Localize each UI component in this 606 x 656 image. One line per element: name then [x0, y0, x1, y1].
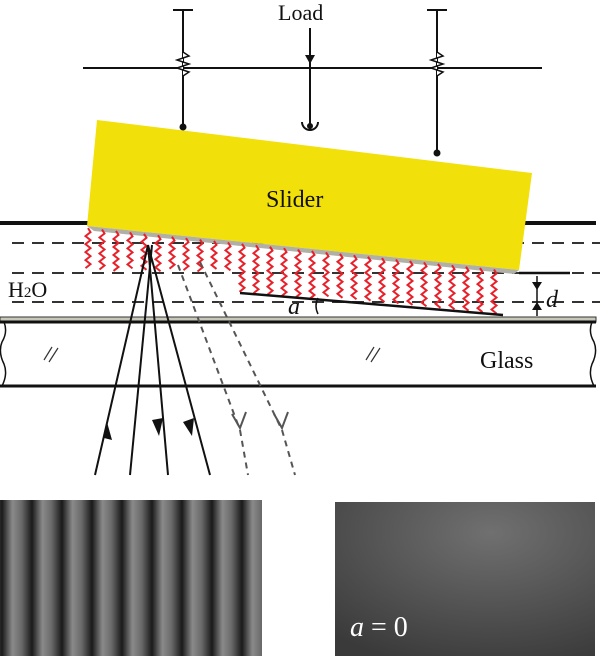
strand — [489, 268, 499, 315]
gap-arrows-icon — [532, 276, 542, 316]
strand — [321, 251, 331, 298]
uniform-image — [335, 502, 595, 656]
load-label: Load — [278, 0, 323, 25]
strand — [335, 253, 345, 299]
spring-icons — [174, 51, 446, 77]
pivot-icon — [301, 121, 319, 131]
strand — [167, 236, 177, 270]
wedge-line — [239, 291, 504, 317]
molecular-strands — [83, 227, 499, 315]
water-label: H2O — [8, 277, 47, 302]
strand — [195, 238, 205, 273]
strand — [349, 254, 359, 301]
glass-label: Glass — [480, 348, 533, 374]
strand — [279, 247, 289, 297]
glass-break-edges — [0, 321, 597, 387]
strand — [293, 248, 303, 299]
ray-arrow-icons — [104, 418, 194, 440]
strand — [391, 258, 401, 305]
strand — [447, 264, 457, 311]
slider-label: Slider — [266, 187, 323, 213]
strand — [209, 240, 219, 270]
strand — [153, 234, 163, 273]
reflected-rays — [177, 261, 296, 476]
angle-zero-label: a = 0 — [350, 612, 408, 643]
strand — [83, 227, 93, 269]
strand — [419, 261, 429, 308]
strand — [461, 266, 471, 312]
interference-fringe-image — [0, 500, 262, 656]
attach-point — [179, 123, 187, 131]
strand — [223, 241, 233, 272]
strand — [433, 263, 443, 309]
strand — [377, 257, 387, 303]
strand — [125, 231, 135, 270]
strand — [265, 246, 275, 296]
strand — [251, 244, 261, 295]
light-rays — [94, 244, 211, 476]
strand — [307, 250, 317, 300]
angle-arc — [315, 297, 319, 315]
angle-label: a — [288, 294, 300, 320]
strand — [405, 260, 415, 306]
strand — [475, 267, 485, 313]
gap-label: d — [546, 287, 559, 313]
glass-hatch-icon — [43, 346, 381, 363]
strand — [97, 229, 107, 271]
load-arrow-icon — [305, 55, 315, 64]
strand — [237, 243, 247, 293]
strand — [111, 230, 121, 272]
attach-point — [433, 149, 441, 157]
strand — [181, 237, 191, 271]
strand — [363, 256, 373, 302]
slider-block — [87, 120, 532, 270]
